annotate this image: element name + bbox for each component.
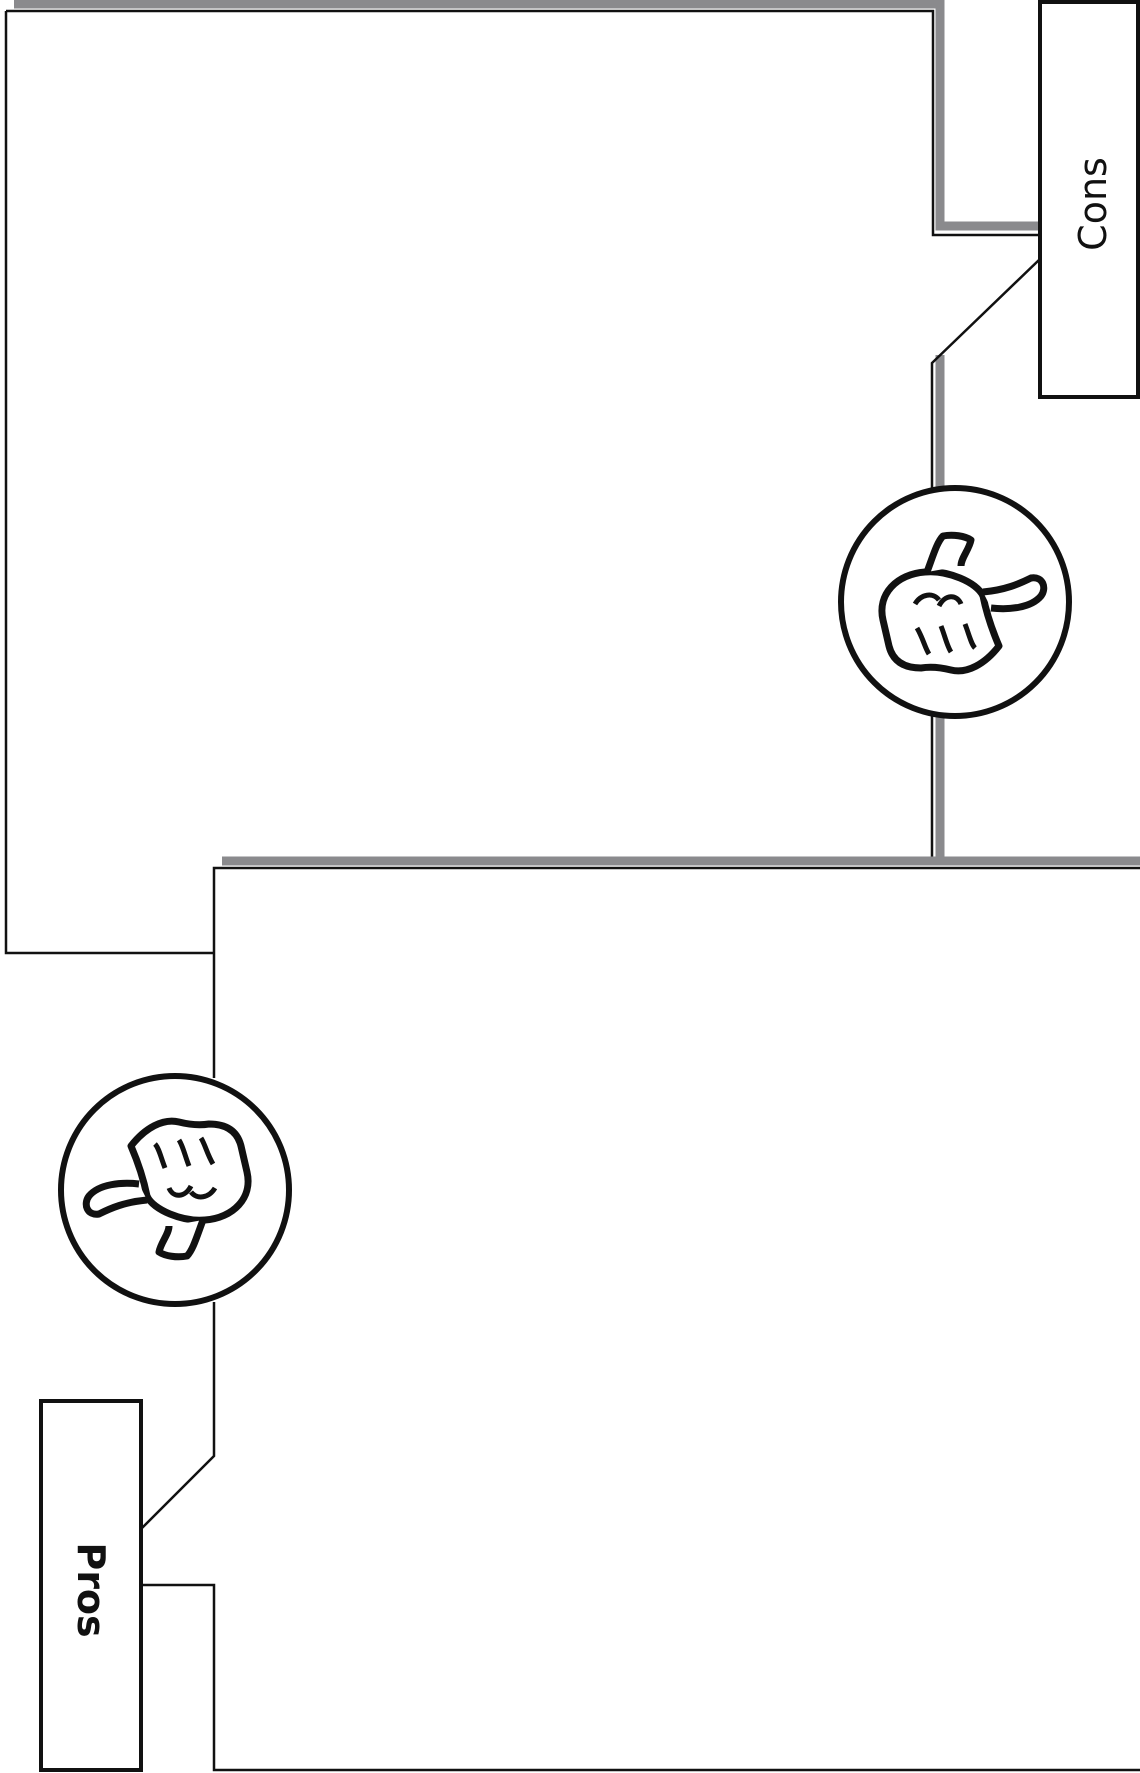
- cons-panel-outline-left: [4, 11, 214, 955]
- cons-label: Cons: [1071, 157, 1115, 251]
- thumbs-up-badge: [58, 1073, 292, 1307]
- pros-label-box: Pros: [39, 1399, 143, 1772]
- thumbs-up-icon: [82, 1117, 252, 1261]
- cons-panel: [4, 0, 1041, 955]
- pros-writing-area[interactable]: [212, 866, 1140, 1078]
- pros-panel-outline-mid: [141, 1302, 216, 1529]
- pros-panel-outline-bottom: [142, 1583, 1140, 1772]
- cons-panel-shadow: [14, 0, 1040, 231]
- cons-label-box: Cons: [1038, 0, 1140, 399]
- thumbs-down-icon: [878, 531, 1048, 675]
- pros-panel: [141, 856, 1140, 1772]
- pros-label: Pros: [69, 1542, 113, 1637]
- cons-writing-area[interactable]: [6, 9, 1040, 237]
- thumbs-down-badge: [838, 485, 1072, 719]
